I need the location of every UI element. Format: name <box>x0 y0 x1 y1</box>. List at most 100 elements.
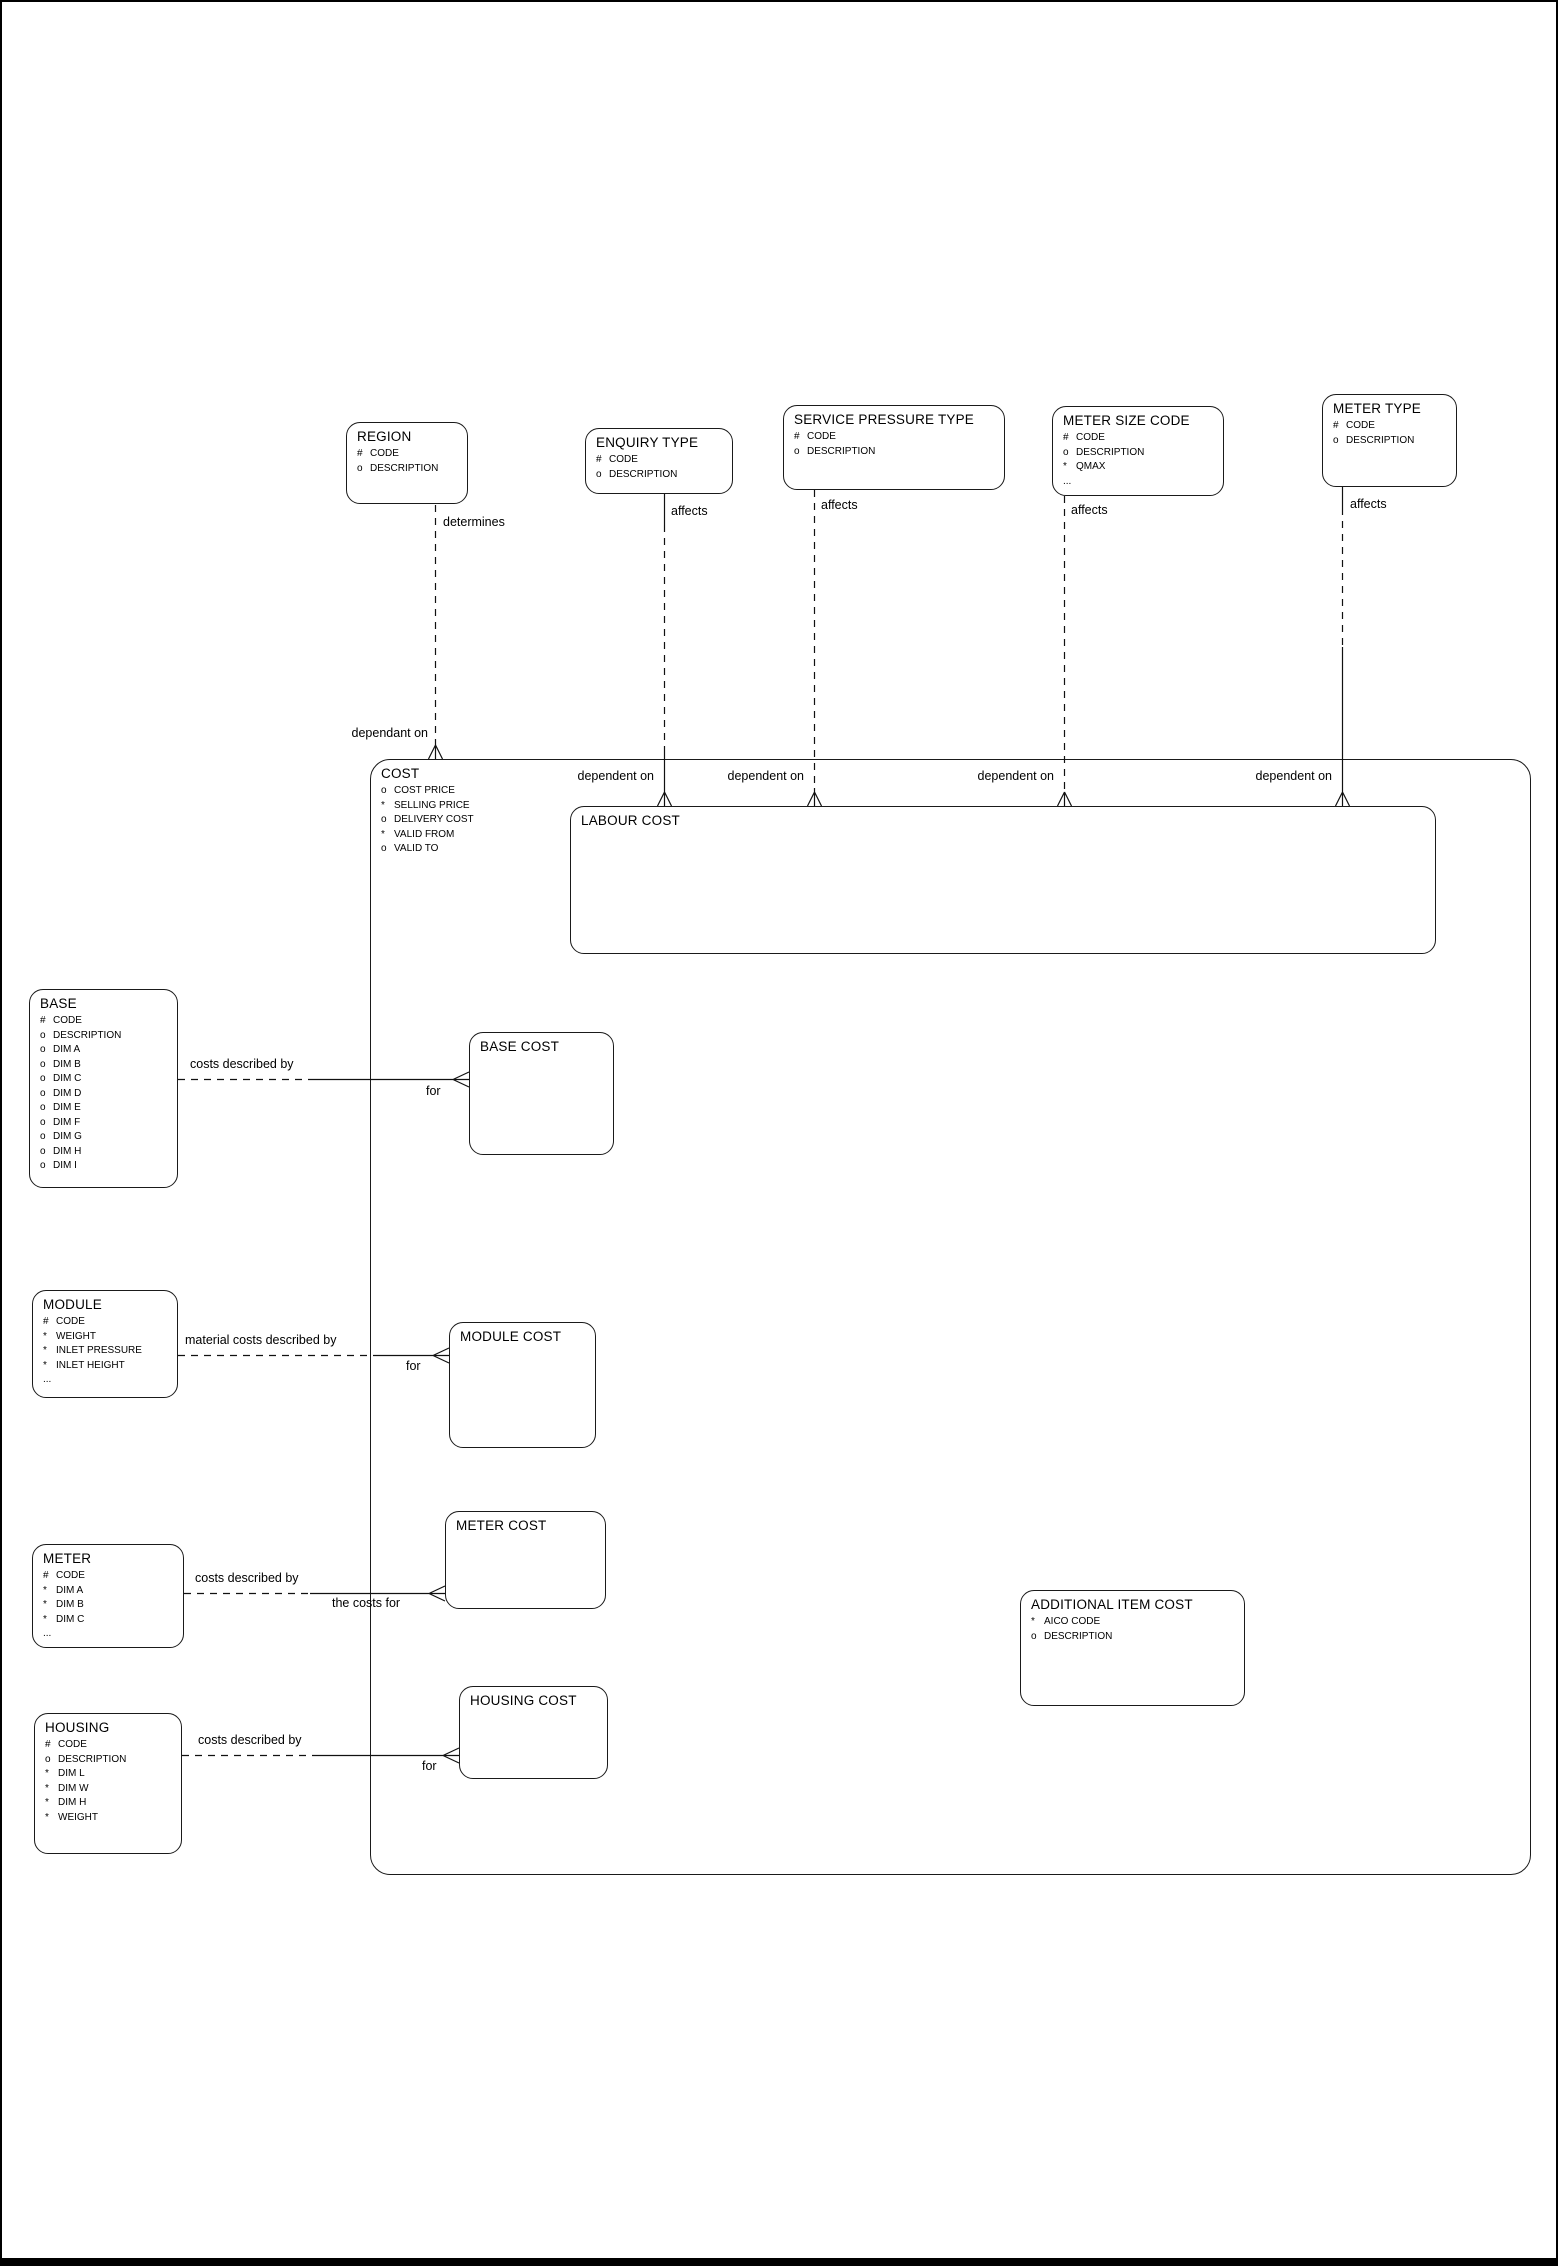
entity-attribute: *DIM L <box>45 1768 85 1779</box>
relationship-label: dependent on <box>727 769 804 783</box>
entity-labour-cost[interactable]: LABOUR COST <box>570 806 1436 954</box>
relationship-label: costs described by <box>198 1733 302 1747</box>
entity-attribute: *QMAX <box>1063 461 1106 472</box>
entity-base-cost[interactable]: BASE COST <box>469 1032 614 1155</box>
relationship-label: the costs for <box>332 1596 401 1610</box>
relationship-label: dependent on <box>977 769 1054 783</box>
entity-housing-cost[interactable]: HOUSING COST <box>459 1686 608 1779</box>
relationship-label: affects <box>1350 497 1387 511</box>
entity-title: BASE <box>40 996 77 1011</box>
entity-attribute: #CODE <box>1063 432 1105 443</box>
entity-title: LABOUR COST <box>581 813 680 828</box>
entity-title: METER TYPE <box>1333 401 1422 416</box>
entity-attribute: #CODE <box>43 1570 85 1581</box>
entity-attributes: #CODE*DIM A*DIM B*DIM C... <box>43 1569 173 1642</box>
relationship-label: for <box>426 1084 441 1098</box>
entity-meter[interactable]: METER #CODE*DIM A*DIM B*DIM C... <box>32 1544 184 1648</box>
relationship-label: affects <box>821 498 858 512</box>
entity-title: HOUSING COST <box>470 1693 577 1708</box>
entity-attribute: #CODE <box>357 448 399 459</box>
entity-attribute: #CODE <box>45 1739 87 1750</box>
entity-attribute: *VALID FROM <box>381 828 455 840</box>
entity-attribute: #CODE <box>596 454 638 465</box>
entity-attribute: *DIM C <box>43 1613 85 1625</box>
entity-attribute: *WEIGHT <box>43 1330 96 1342</box>
entity-title: SERVICE PRESSURE TYPE <box>794 412 975 427</box>
entity-meter-cost[interactable]: METER COST <box>445 1511 606 1609</box>
entity-attribute: *SELLING PRICE <box>381 799 470 811</box>
entity-module-cost[interactable]: MODULE COST <box>449 1322 596 1448</box>
relationship-line-region-cost <box>427 505 444 760</box>
entity-title: MODULE COST <box>460 1329 562 1344</box>
entity-title: ENQUIRY TYPE <box>596 435 699 450</box>
entity-attribute: *INLET HEIGHT <box>43 1359 125 1371</box>
entity-module[interactable]: MODULE #CODE*WEIGHT*INLET PRESSURE*INLET… <box>32 1290 178 1398</box>
entity-title: METER COST <box>456 1518 547 1533</box>
entity-title: ADDITIONAL ITEM COST <box>1031 1597 1193 1612</box>
entity-attribute: *DIM B <box>43 1599 84 1610</box>
entity-attribute: #CODE <box>40 1015 82 1026</box>
entity-attribute: ... <box>43 1374 52 1385</box>
relationship-label: determines <box>443 515 505 529</box>
entity-attribute: ... <box>1063 475 1072 487</box>
entity-attribute: #CODE <box>794 431 836 442</box>
entity-attribute: #CODE <box>1333 420 1375 431</box>
entity-attribute: *DIM H <box>45 1797 87 1808</box>
entity-title: BASE COST <box>480 1039 560 1054</box>
entity-attribute: *WEIGHT <box>45 1811 98 1823</box>
relationship-label: costs described by <box>190 1057 294 1071</box>
page-bottom-border <box>2 2258 1556 2266</box>
entity-attribute: *AICO CODE <box>1031 1616 1101 1627</box>
relationship-label: affects <box>671 504 708 518</box>
relationship-label: dependent on <box>577 769 654 783</box>
entity-attribute: #CODE <box>43 1316 85 1327</box>
entity-attribute: *DIM W <box>45 1782 89 1794</box>
relationship-label: dependant on <box>351 726 428 740</box>
relationship-label: costs described by <box>195 1571 299 1585</box>
entity-attributes: #CODE*WEIGHT*INLET PRESSURE*INLET HEIGHT… <box>43 1315 167 1388</box>
entity-title: HOUSING <box>45 1720 110 1735</box>
entity-title: MODULE <box>43 1297 102 1312</box>
entity-title: REGION <box>357 429 412 444</box>
entity-attribute: *DIM A <box>43 1584 84 1596</box>
entity-title: METER SIZE CODE <box>1063 413 1190 428</box>
relationship-label: for <box>422 1759 437 1773</box>
